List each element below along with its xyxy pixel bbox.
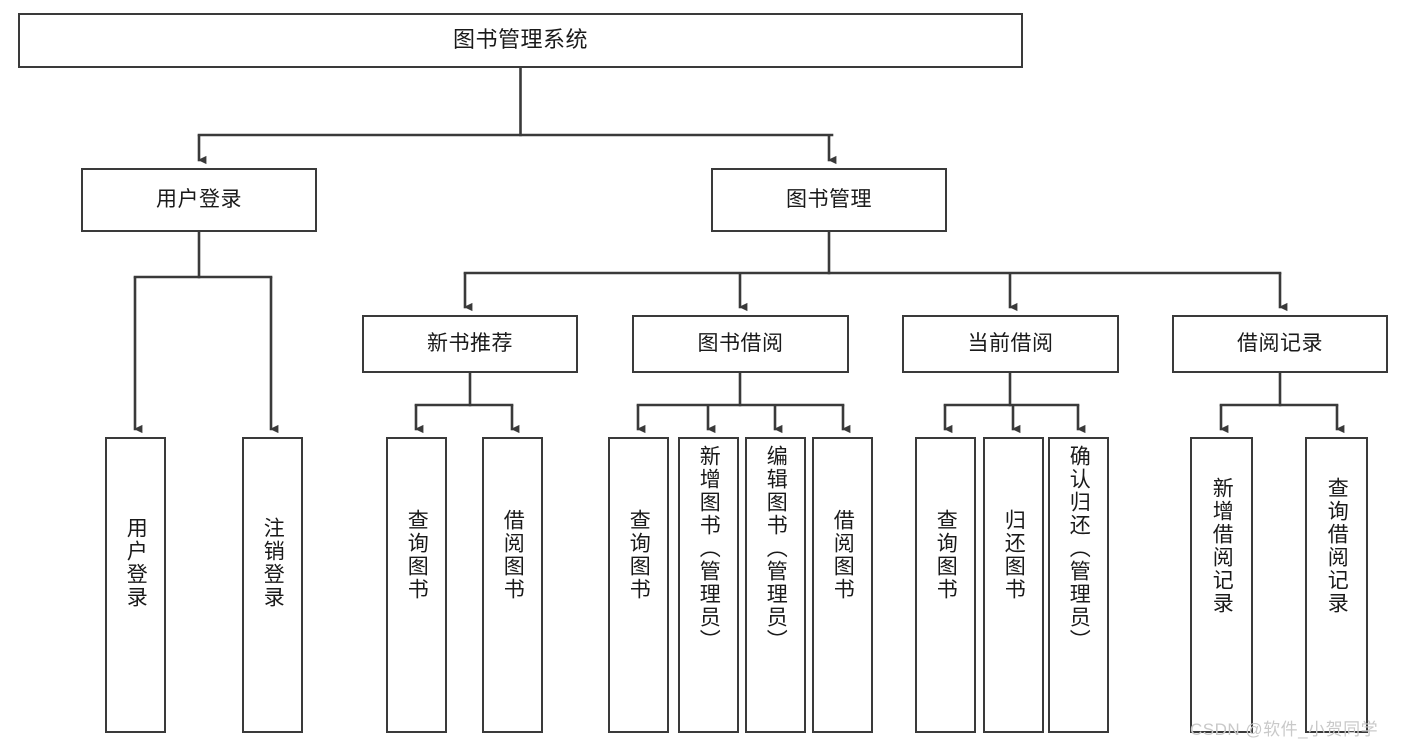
leaf-new-book-query[interactable]: 查询图书 <box>386 437 447 733</box>
leaf-record-add[interactable]: 新增借阅记录 <box>1190 437 1253 733</box>
node-current-borrowing[interactable]: 当前借阅 <box>902 315 1119 373</box>
node-label: 注销登录 <box>261 517 285 609</box>
node-label: 新增图书（管理员） <box>697 445 721 652</box>
node-label: 用户登录 <box>124 517 148 609</box>
leaf-user-logout[interactable]: 注销登录 <box>242 437 303 733</box>
node-label: 编辑图书（管理员） <box>764 445 788 652</box>
leaf-current-return-book[interactable]: 归还图书 <box>983 437 1044 733</box>
node-new-book-recommendation[interactable]: 新书推荐 <box>362 315 578 373</box>
node-label: 用户登录 <box>156 188 242 212</box>
node-user-login[interactable]: 用户登录 <box>81 168 317 232</box>
leaf-user-login[interactable]: 用户登录 <box>105 437 166 733</box>
node-label: 查询借阅记录 <box>1325 477 1349 615</box>
node-label: 新书推荐 <box>427 332 513 356</box>
node-label: 当前借阅 <box>967 332 1054 356</box>
node-book-management[interactable]: 图书管理 <box>711 168 947 232</box>
node-label: 借阅记录 <box>1237 332 1323 356</box>
node-label: 图书借阅 <box>697 332 784 356</box>
node-borrowing-record[interactable]: 借阅记录 <box>1172 315 1388 373</box>
node-label: 查询图书 <box>627 509 651 601</box>
leaf-borrow-add-book-admin[interactable]: 新增图书（管理员） <box>678 437 739 733</box>
leaf-borrow-query-book[interactable]: 查询图书 <box>608 437 669 733</box>
watermark-credit: CSDN @软件_小贺同学 <box>1190 720 1379 739</box>
node-label: 确认归还（管理员） <box>1067 445 1091 652</box>
node-label: 归还图书 <box>1002 509 1026 601</box>
leaf-borrow-borrow-book[interactable]: 借阅图书 <box>812 437 873 733</box>
node-root-system[interactable]: 图书管理系统 <box>18 13 1023 68</box>
node-label: 查询图书 <box>405 509 429 601</box>
node-label: 借阅图书 <box>501 509 525 601</box>
leaf-record-query[interactable]: 查询借阅记录 <box>1305 437 1368 733</box>
node-label: 图书管理系统 <box>452 27 588 53</box>
leaf-current-query-book[interactable]: 查询图书 <box>915 437 976 733</box>
leaf-new-book-borrow[interactable]: 借阅图书 <box>482 437 543 733</box>
node-label: 图书管理 <box>786 188 872 212</box>
node-book-borrowing[interactable]: 图书借阅 <box>632 315 849 373</box>
node-label: 借阅图书 <box>831 509 855 601</box>
node-label: 新增借阅记录 <box>1210 477 1234 615</box>
leaf-current-confirm-return-admin[interactable]: 确认归还（管理员） <box>1048 437 1109 733</box>
leaf-borrow-edit-book-admin[interactable]: 编辑图书（管理员） <box>745 437 806 733</box>
node-label: 查询图书 <box>934 509 958 601</box>
